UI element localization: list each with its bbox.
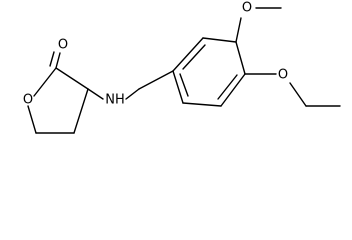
bond-carbonyl-2 [49,51,55,67]
ring-bond-2 [202,37,237,43]
bond-ch2-ar [138,70,174,90]
ring-oxygen-label: O [23,93,33,108]
bond-o1-c2 [33,67,57,97]
methoxy-group [235,7,282,43]
chemical-structure: O O NH O O [23,1,341,134]
bond-n-ch2 [125,88,140,100]
ring-bond-4 [220,73,246,107]
amine-linker [87,70,174,100]
benzene-ring [172,37,246,107]
ethoxy-group [244,73,341,107]
bond-o-ch2 [289,82,307,107]
ring-bond-6 [172,70,184,104]
bond-ar-ome [235,17,242,43]
ethoxy-oxygen-label: O [278,68,288,83]
bond-c3-c4 [73,88,89,134]
ring-double-3 [179,73,189,97]
bond-c2-c3 [55,67,89,90]
bond-c5-o1 [27,105,37,134]
ring-bond-3 [235,41,246,75]
ring-bond-1 [172,37,204,72]
bond-c3-n [87,88,104,100]
carbonyl-oxygen-label: O [58,38,68,53]
amine-label: NH [105,93,125,108]
methoxy-oxygen-label: O [242,1,252,16]
lactone-ring [27,51,89,134]
bond-carbonyl-1 [55,52,61,69]
ring-double-2 [217,74,238,100]
ring-double-1 [182,44,206,70]
ring-bond-5 [182,102,222,107]
